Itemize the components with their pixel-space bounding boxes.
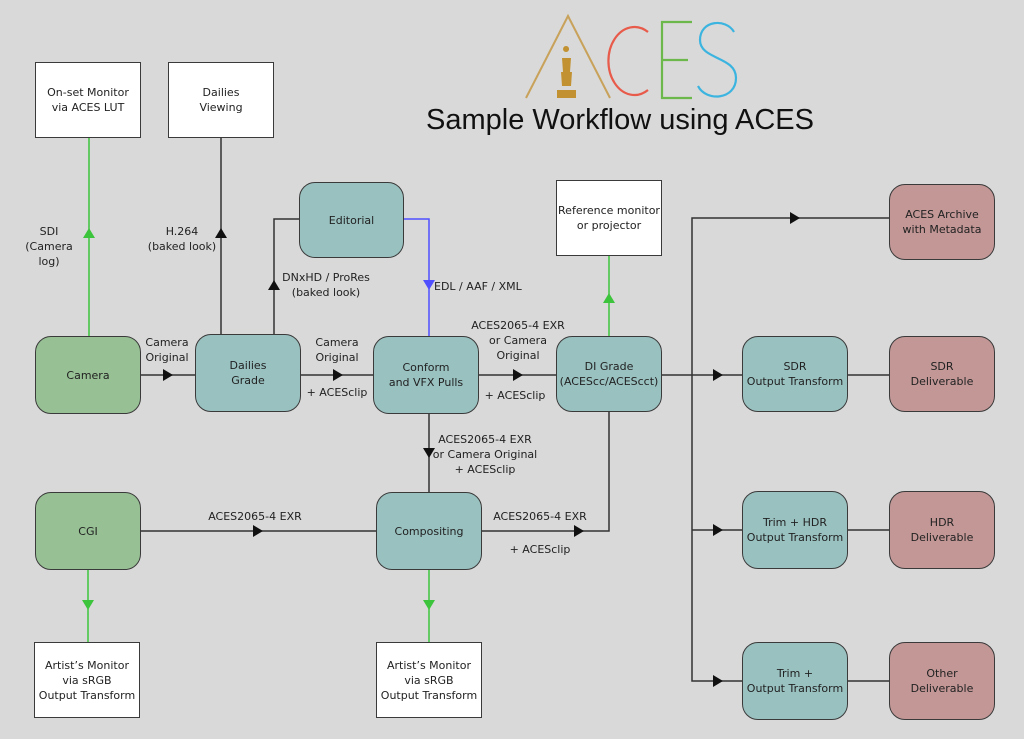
- node-hdr-output: Trim + HDR Output Transform: [742, 491, 848, 569]
- node-hdr-deliverable: HDR Deliverable: [889, 491, 995, 569]
- label-conform-to-di-top: ACES2065-4 EXR or Camera Original: [471, 319, 565, 362]
- label-conform-to-comp: ACES2065-4 EXR or Camera Original + ACES…: [432, 433, 538, 476]
- node-other-deliverable: Other Deliverable: [889, 642, 995, 720]
- label-comp-to-di-top: ACES2065-4 EXR: [493, 510, 587, 523]
- label-camera-to-dailies: Camera Original: [145, 336, 189, 364]
- node-dailies-grade: Dailies Grade: [195, 334, 301, 412]
- label-comp-to-di-bottom: + ACESclip: [509, 543, 571, 556]
- arrow-up-icon: [268, 280, 280, 290]
- node-sdr-output: SDR Output Transform: [742, 336, 848, 412]
- arrow-right-icon: [253, 525, 263, 537]
- arrow-down-icon: [82, 600, 94, 610]
- label-cgi-to-comp: ACES2065-4 EXR: [208, 510, 302, 523]
- arrow-right-icon: [333, 369, 343, 381]
- node-trim-output: Trim + Output Transform: [742, 642, 848, 720]
- arrow-down-icon: [423, 448, 435, 458]
- node-camera: Camera: [35, 336, 141, 414]
- arrow-right-icon: [713, 675, 723, 687]
- arrow-down-icon: [423, 280, 435, 290]
- node-dailies-viewing: Dailies Viewing: [168, 62, 274, 138]
- node-conform: Conform and VFX Pulls: [373, 336, 479, 414]
- edge-bus-vertical: [691, 217, 889, 682]
- node-di-grade: DI Grade (ACEScc/ACEScct): [556, 336, 662, 412]
- arrow-right-icon: [713, 524, 723, 536]
- logo-c: [607, 25, 649, 97]
- arrow-right-icon: [574, 525, 584, 537]
- node-artist-monitor-comp: Artist’s Monitor via sRGB Output Transfo…: [376, 642, 482, 718]
- logo-e: [660, 20, 692, 100]
- edge-comp-to-di: [481, 411, 610, 532]
- arrow-up-icon: [603, 293, 615, 303]
- arrow-right-icon: [790, 212, 800, 224]
- label-dnxhd: DNxHD / ProRes (baked look): [282, 271, 370, 299]
- edge-editorial-to-conform: [404, 218, 430, 338]
- node-cgi: CGI: [35, 492, 141, 570]
- aces-logo: [525, 13, 738, 100]
- label-dailies-to-conform-top: Camera Original: [315, 336, 359, 364]
- label-h264: H.264 (baked look): [147, 225, 217, 253]
- node-sdr-deliverable: SDR Deliverable: [889, 336, 995, 412]
- label-conform-to-di-bottom: + ACESclip: [484, 389, 546, 402]
- arrow-up-icon: [83, 228, 95, 238]
- node-artist-monitor-cgi: Artist’s Monitor via sRGB Output Transfo…: [34, 642, 140, 718]
- logo-s: [697, 22, 738, 98]
- page-title: Sample Workflow using ACES: [426, 104, 814, 136]
- arrow-right-icon: [513, 369, 523, 381]
- node-editorial: Editorial: [299, 182, 404, 258]
- arrow-up-icon: [215, 228, 227, 238]
- label-edl: EDL / AAF / XML: [434, 280, 522, 293]
- node-compositing: Compositing: [376, 492, 482, 570]
- node-aces-archive: ACES Archive with Metadata: [889, 184, 995, 260]
- label-sdi: SDI (Camera log): [25, 225, 73, 268]
- arrow-down-icon: [423, 600, 435, 610]
- node-reference-monitor: Reference monitor or projector: [556, 180, 662, 256]
- edge-dailies-to-editorial: [273, 218, 299, 338]
- node-onset-monitor: On-set Monitor via ACES LUT: [35, 62, 141, 138]
- logo-a-triangle: [525, 13, 611, 99]
- arrow-right-icon: [713, 369, 723, 381]
- label-dailies-to-conform-bottom: + ACESclip: [306, 386, 368, 399]
- arrow-right-icon: [163, 369, 173, 381]
- oscar-statuette-icon: [557, 46, 576, 98]
